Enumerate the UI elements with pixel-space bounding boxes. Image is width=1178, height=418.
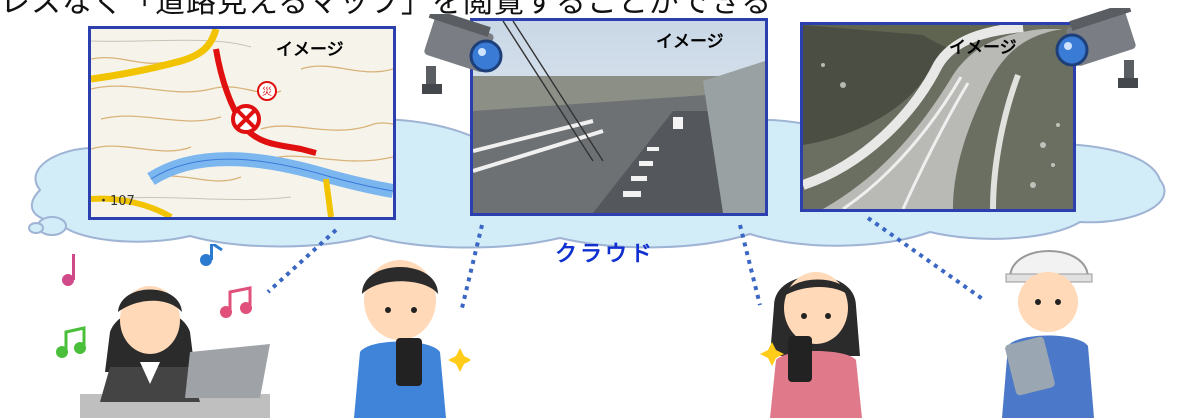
headline-text: レスなく「道路見えるマップ」を閲覧することができる — [0, 0, 773, 20]
woman-phone-illustration — [760, 272, 862, 418]
sparkle-icon — [760, 342, 784, 366]
disaster-mark-text: 災 — [262, 86, 272, 98]
road-camera-photo-1 — [473, 21, 765, 213]
sparkle-icon — [448, 348, 470, 372]
disaster-icon — [257, 81, 277, 101]
camera-icon-2 — [1055, 8, 1138, 88]
map-image-label: イメージ — [276, 40, 344, 60]
boy-phone-illustration — [354, 260, 470, 418]
map-image-panel: 災 ・107 イメージ — [88, 26, 396, 220]
camera-image-label-2: イメージ — [949, 38, 1017, 58]
tablet — [1005, 336, 1055, 396]
laptop — [185, 344, 270, 398]
music-notes-icon — [56, 244, 252, 358]
helmet — [1008, 250, 1090, 279]
camera-image-label-1: イメージ — [656, 32, 724, 52]
elevation-text: ・107 — [97, 194, 135, 209]
smartphone — [396, 338, 422, 386]
cloud-label: クラウド — [555, 242, 656, 267]
thought-bubbles — [28, 216, 67, 236]
woman-laptop-illustration — [80, 286, 270, 418]
camera-icon-1 — [422, 14, 503, 94]
road-camera-photo-2 — [803, 25, 1073, 209]
topographic-map: 災 ・107 — [91, 29, 393, 217]
camera-image-panel-2: イメージ — [800, 22, 1076, 212]
smartphone — [788, 336, 812, 382]
worker-tablet-illustration — [1002, 250, 1094, 418]
camera-image-panel-1: イメージ — [470, 18, 768, 216]
